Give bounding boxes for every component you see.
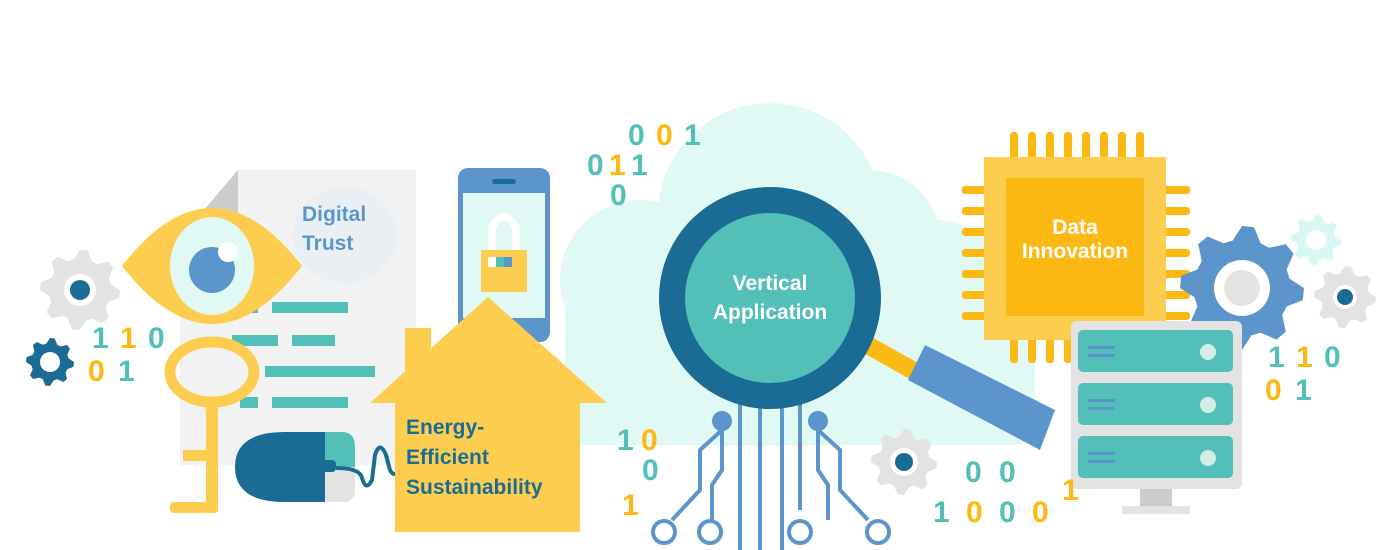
binary-digit: 0 — [587, 149, 604, 182]
binary-digit: 1 — [617, 424, 634, 457]
lock-icon — [481, 250, 527, 292]
gear-icon — [1314, 266, 1376, 328]
digital-trust-label-line1: Digital — [302, 203, 366, 226]
data-innovation-label-line2: Innovation — [1022, 240, 1128, 263]
binary-digit: 0 — [628, 119, 645, 152]
binary-digit: 1 — [684, 119, 701, 152]
circuit-lines — [651, 400, 891, 550]
binary-digit: 1 — [933, 496, 950, 529]
binary-digit: 0 — [999, 496, 1016, 529]
binary-digit: 0 — [999, 456, 1016, 489]
binary-digit: 0 — [642, 454, 659, 487]
binary-digit: 1 — [622, 489, 639, 522]
chip-pin — [1082, 132, 1090, 162]
chip-pin — [1010, 335, 1018, 363]
energy-label-line2: Efficient — [406, 446, 489, 469]
eye-icon — [122, 208, 302, 324]
gear-icon — [26, 338, 74, 386]
binary-digit: 0 — [1265, 374, 1282, 407]
binary-digit: 1 — [1296, 341, 1313, 374]
binary-digit: 0 — [148, 322, 165, 355]
vertical-application-label-line2: Application — [713, 301, 827, 324]
binary-digit: 1 — [1062, 474, 1079, 507]
gear-icon — [871, 429, 937, 495]
data-innovation-label-line1: Data — [1052, 216, 1098, 239]
gear-icon — [40, 250, 120, 330]
magnifier-icon: Vertical Application — [659, 187, 1055, 450]
chip-pin — [1160, 312, 1190, 320]
server-icon — [1071, 321, 1242, 514]
energy-label-line3: Sustainability — [406, 476, 543, 499]
binary-digit: 1 — [609, 149, 626, 182]
vertical-application-label-line1: Vertical — [733, 272, 808, 295]
binary-digit: 0 — [610, 179, 627, 212]
binary-digit: 1 — [1295, 374, 1312, 407]
mouse-icon — [235, 432, 404, 502]
binary-digit: 0 — [966, 496, 983, 529]
binary-digit-group: 1 — [622, 489, 639, 522]
chip-pin — [1160, 207, 1190, 215]
binary-digit-group: 0 — [642, 454, 659, 487]
chip-pin — [1160, 291, 1190, 299]
binary-digit-group: 1 — [1062, 474, 1079, 507]
chip-pin — [1064, 132, 1072, 162]
binary-digit: 1 — [92, 322, 109, 355]
chip-pin — [1136, 132, 1144, 162]
chip-pin — [1028, 132, 1036, 162]
chip-pin — [1160, 228, 1190, 236]
chip-pin — [1118, 132, 1126, 162]
chip-pin — [1028, 335, 1036, 363]
chip-pin — [1064, 335, 1072, 363]
chip-pin — [1100, 132, 1108, 162]
binary-digit: 1 — [120, 322, 137, 355]
chip-pin — [1046, 132, 1054, 162]
server-status-light — [1200, 397, 1216, 413]
chip-pin — [1010, 132, 1018, 162]
digital-trust-label-line2: Trust — [302, 232, 353, 255]
binary-digit: 0 — [641, 424, 658, 457]
server-unit — [1078, 383, 1233, 425]
binary-digit: 0 — [1032, 496, 1049, 529]
binary-digit: 0 — [965, 456, 982, 489]
chip-pin — [1160, 249, 1190, 257]
binary-digit-group: 0 — [610, 179, 627, 212]
binary-digit: 1 — [1268, 341, 1285, 374]
server-unit — [1078, 436, 1233, 478]
binary-digit: 0 — [656, 119, 673, 152]
house-icon: Energy- Efficient Sustainability — [370, 297, 607, 532]
gears — [26, 215, 1376, 495]
binary-digit: 1 — [631, 149, 648, 182]
chip-icon: Data Innovation — [962, 132, 1190, 363]
binary-digit: 0 — [88, 355, 105, 388]
server-unit — [1078, 330, 1233, 372]
gear-icon — [1291, 215, 1341, 265]
binary-digit: 1 — [118, 355, 135, 388]
key-icon — [164, 336, 260, 513]
binary-digit: 0 — [1324, 341, 1341, 374]
energy-label-line1: Energy- — [406, 416, 484, 439]
chip-pin — [1160, 186, 1190, 194]
phone-icon — [458, 168, 550, 342]
server-status-light — [1200, 450, 1216, 466]
gear-icon — [1180, 226, 1304, 350]
server-status-light — [1200, 344, 1216, 360]
chip-pin — [1046, 335, 1054, 363]
